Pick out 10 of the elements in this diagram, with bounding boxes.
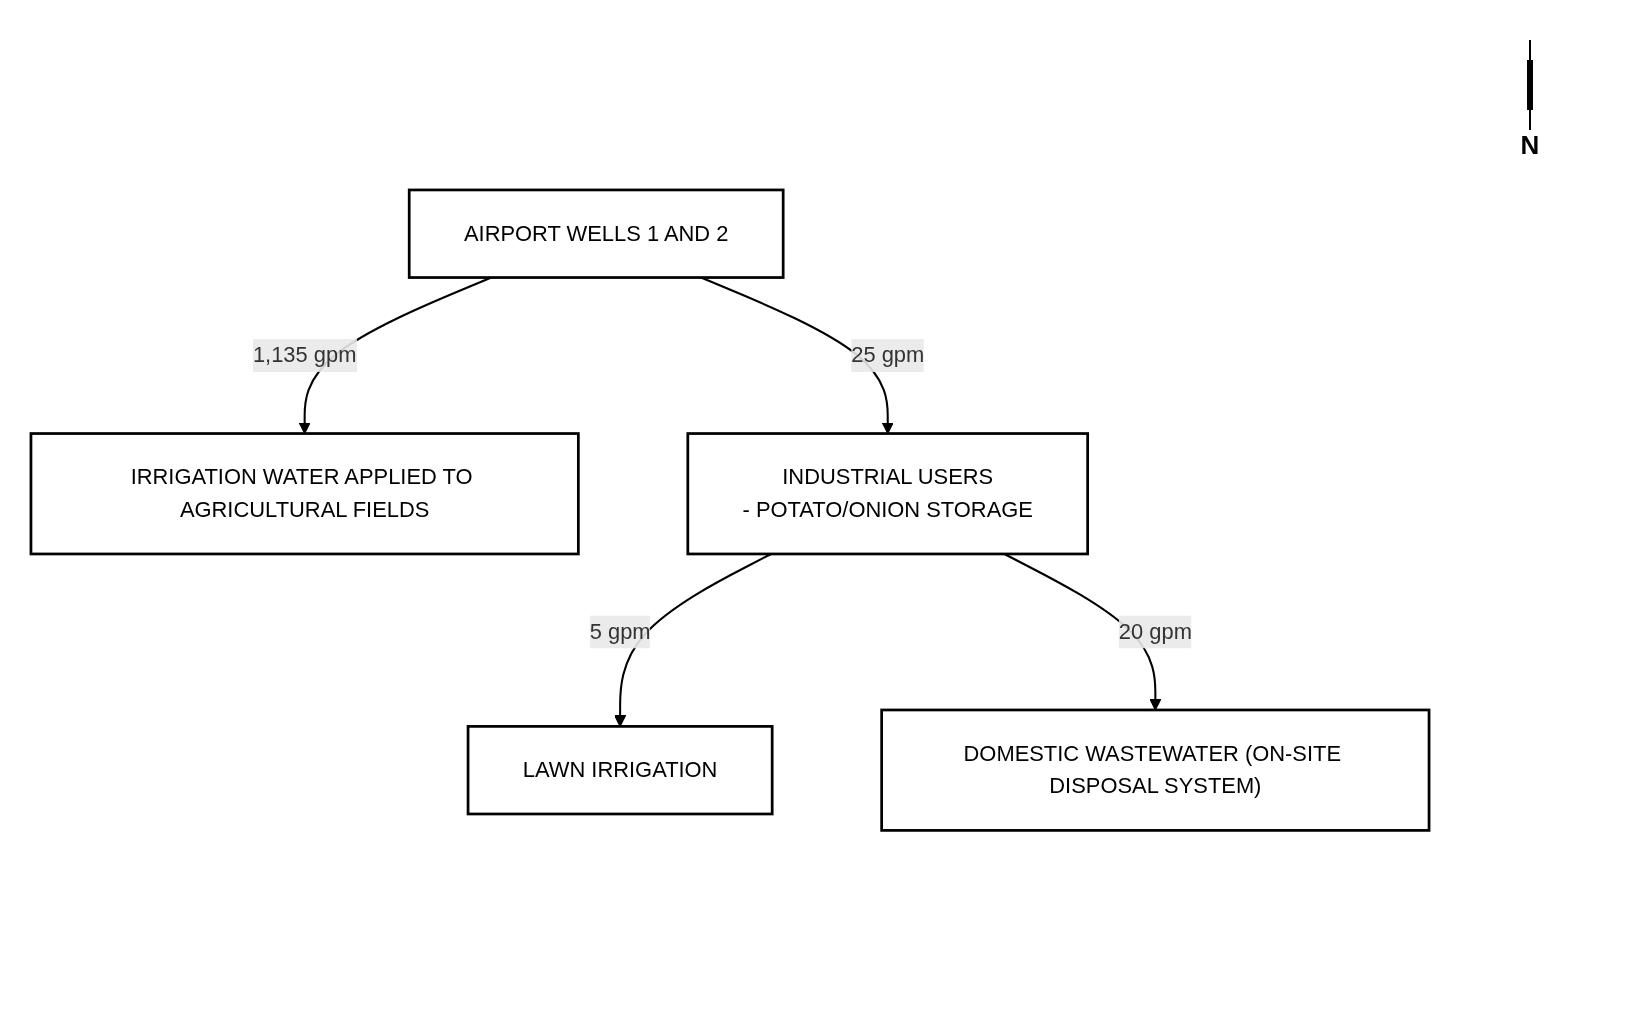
edge-label: 25 gpm — [851, 343, 925, 367]
node-box: IRRIGATION WATER APPLIED TO AGRICULTURAL FIELDS — [29, 432, 580, 556]
edge-label: 1,135 gpm — [252, 343, 357, 367]
edge-label: 20 gpm — [1118, 619, 1192, 643]
node-box: INDUSTRIAL USERS - POTATO/ONION STORAGE — [686, 432, 1089, 556]
node-box: LAWN IRRIGATION — [466, 724, 774, 816]
node-box: DOMESTIC WASTEWATER (ON-SITE DISPOSAL SYSTEM) — [880, 708, 1431, 832]
node-box: AIRPORT WELLS 1 AND 2 — [407, 188, 785, 279]
north-label: N — [1519, 130, 1541, 161]
edge-label: 5 gpm — [589, 619, 651, 643]
